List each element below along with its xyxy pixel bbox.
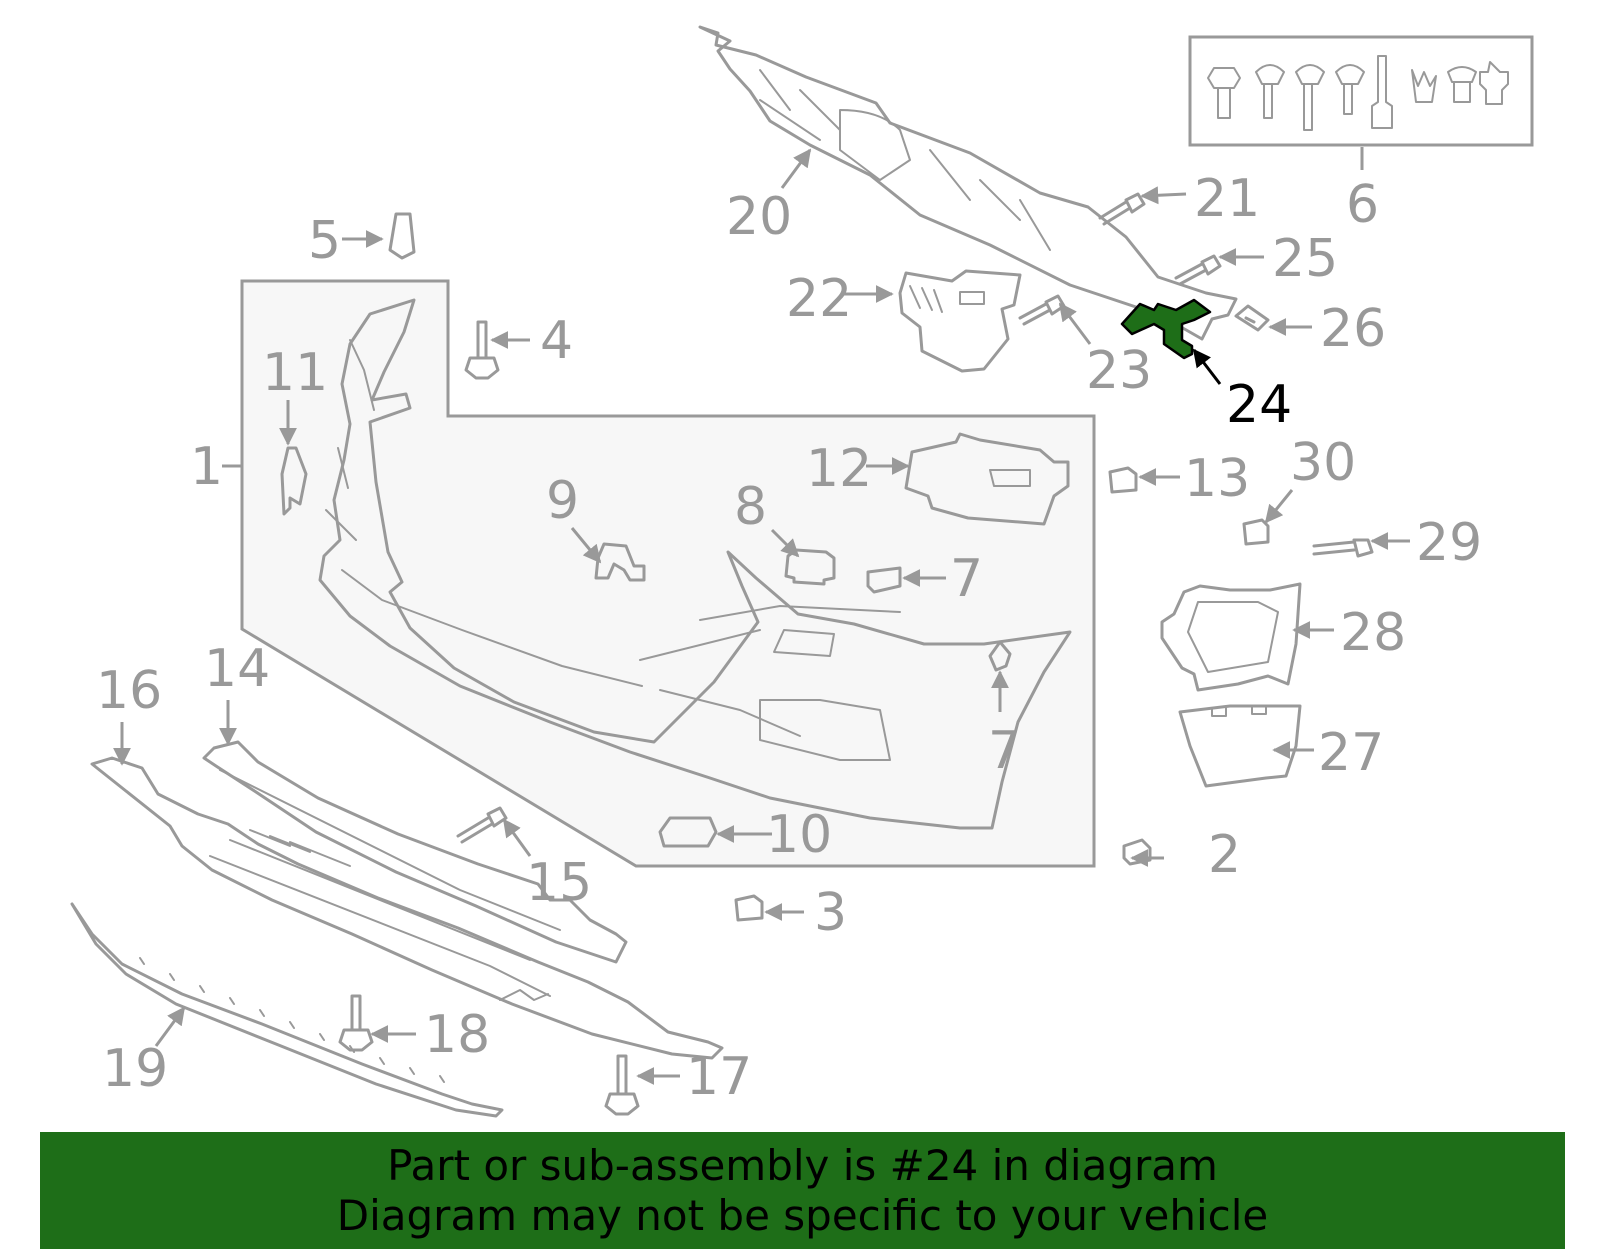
part-13-clip [1108, 466, 1138, 494]
callout-30: 30 [1290, 433, 1356, 493]
part-20-upper-support [698, 25, 1238, 341]
hardware-kit-fasteners [1207, 55, 1509, 131]
part-8-bracket [784, 548, 836, 586]
callout-3: 3 [814, 883, 847, 943]
part-7-clip-b [988, 640, 1012, 672]
callout-17: 17 [686, 1047, 752, 1107]
callout-25: 25 [1272, 229, 1338, 289]
callout-28: 28 [1340, 603, 1406, 663]
part-14-lower-trim [202, 740, 628, 964]
banner-line-2: Diagram may not be specific to your vehi… [336, 1190, 1269, 1240]
callout-5: 5 [308, 211, 341, 271]
part-28-grille-bracket [1160, 582, 1302, 692]
part-11-bracket [280, 446, 308, 516]
part-1-bumper-cover [318, 298, 1072, 830]
callout-7-b: 7 [988, 721, 1021, 781]
callout-6: 6 [1346, 175, 1379, 235]
callout-12: 12 [806, 439, 872, 499]
part-4-bolt [464, 320, 500, 380]
part-12-bracket [904, 432, 1070, 526]
part-2-clip [1122, 838, 1152, 866]
callout-27: 27 [1318, 723, 1384, 783]
callout-18: 18 [424, 1005, 490, 1065]
callout-8: 8 [734, 477, 767, 537]
part-3-clip [734, 894, 764, 922]
part-22-bracket [898, 269, 1022, 373]
part-21-screw [1098, 192, 1146, 226]
callout-16: 16 [96, 661, 162, 721]
part-25-screw [1174, 254, 1222, 286]
part-5-guide [388, 212, 416, 260]
part-29-bolt [1312, 538, 1374, 558]
part-17-bolt [604, 1054, 640, 1116]
callout-23: 23 [1086, 341, 1152, 401]
callout-15: 15 [526, 853, 592, 913]
callout-26: 26 [1320, 299, 1386, 359]
part-15-bolt [456, 806, 508, 844]
callout-14: 14 [204, 639, 270, 699]
part-7-clip-a [866, 566, 902, 594]
callout-1: 1 [190, 437, 223, 497]
info-banner: Part or sub-assembly is #24 in diagram D… [40, 1132, 1565, 1249]
callout-22: 22 [786, 269, 852, 329]
callout-11: 11 [262, 343, 328, 403]
part-26-clip [1234, 304, 1270, 332]
callout-20: 20 [726, 187, 792, 247]
part-9-bracket [594, 542, 646, 582]
callout-9: 9 [546, 471, 579, 531]
part-19-lower-lip [70, 902, 504, 1118]
part-23-screw [1018, 294, 1066, 326]
part-27-cover [1178, 704, 1302, 788]
callout-2: 2 [1208, 825, 1241, 885]
part-30-clip [1242, 518, 1270, 546]
callout-10: 10 [766, 805, 832, 865]
part-10-trim [658, 816, 718, 848]
hardware-kit-box [1188, 35, 1534, 147]
callout-19: 19 [102, 1039, 168, 1099]
part-24-bracket-highlighted [1120, 298, 1212, 360]
banner-line-1: Part or sub-assembly is #24 in diagram [387, 1140, 1218, 1190]
part-18-bolt [338, 994, 374, 1052]
callout-13: 13 [1184, 449, 1250, 509]
callout-24-highlighted: 24 [1226, 375, 1292, 435]
callout-29: 29 [1416, 513, 1482, 573]
part-16-skid-plate [90, 756, 724, 1060]
callout-7-a: 7 [950, 549, 983, 609]
leader-lines [113, 148, 1410, 1085]
callout-4: 4 [540, 311, 573, 371]
callout-21: 21 [1194, 169, 1260, 229]
